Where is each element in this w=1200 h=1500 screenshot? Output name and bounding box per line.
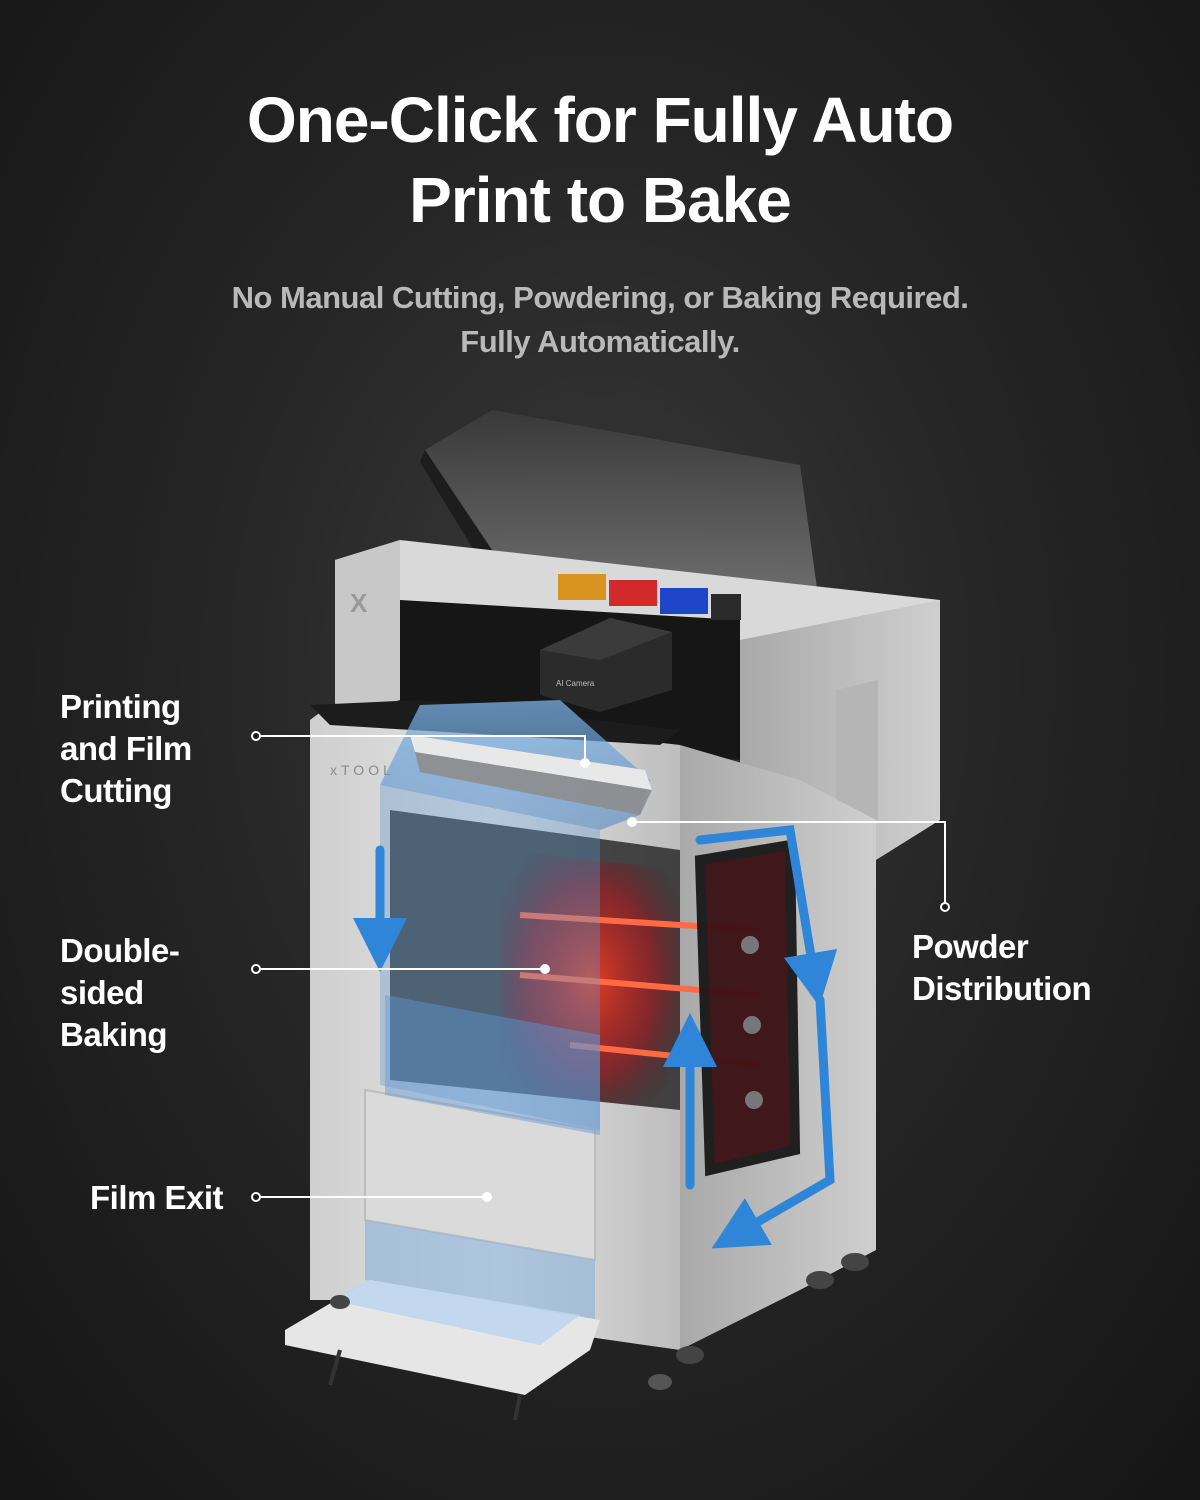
headline-line-1: One-Click for Fully Auto <box>246 84 954 156</box>
leader-powder <box>632 821 946 905</box>
leader-printing <box>258 735 586 760</box>
subheadline-line-1: No Manual Cutting, Powdering, or Baking … <box>231 280 969 315</box>
output-tray <box>285 1280 600 1421</box>
ink-cartridge-red <box>609 580 657 606</box>
subheadline-line-2: Fully Automatically. <box>460 324 740 359</box>
dot-film-exit-start <box>251 1192 261 1202</box>
camera-label: AI Camera <box>556 679 595 688</box>
flow-arrow-exit <box>711 995 835 1249</box>
dot-printing-end <box>580 758 590 768</box>
flow-arrow-powder <box>695 825 838 1007</box>
film-path <box>380 700 652 1135</box>
heater-plate <box>694 839 801 1177</box>
ink-cartridge-blue <box>660 588 708 614</box>
ink-cartridge-black <box>711 594 741 620</box>
dot-powder-end <box>940 902 950 912</box>
dot-printing-start <box>251 731 261 741</box>
dot-baking-start <box>251 964 261 974</box>
callout-powder-distribution: Powder Distribution <box>912 928 1092 1007</box>
headline: One-Click for Fully Auto Print to Bake <box>0 80 1200 240</box>
callout-leaders <box>258 735 946 1198</box>
dot-baking-end <box>540 964 550 974</box>
headline-line-2: Print to Bake <box>409 164 792 236</box>
cutting-roller <box>410 735 652 790</box>
casters <box>330 1253 869 1390</box>
callout-printing-and-film-cutting: Printing and Film Cutting <box>60 688 192 809</box>
brand-text: xTOOL <box>330 762 395 778</box>
subheadline: No Manual Cutting, Powdering, or Baking … <box>0 276 1200 364</box>
callout-film-exit: Film Exit <box>90 1179 224 1216</box>
dot-powder-start <box>627 817 637 827</box>
callout-dots <box>251 731 950 1202</box>
brand-mark: X <box>350 588 368 618</box>
dot-film-exit-end <box>482 1192 492 1202</box>
flow-arrows <box>353 825 838 1249</box>
callout-double-sided-baking: Double- sided Baking <box>60 932 180 1053</box>
ink-cartridge-yellow <box>558 574 606 600</box>
